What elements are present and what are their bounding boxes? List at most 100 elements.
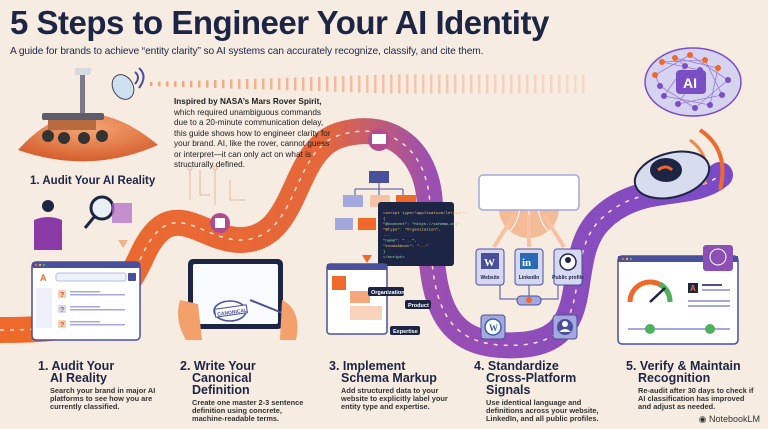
signal-stripe (534, 74, 537, 94)
signal-stripe (238, 79, 241, 89)
linkedin-icon (520, 253, 538, 269)
step-number: 5. (626, 359, 637, 373)
arrow-down-icon (118, 240, 128, 248)
question-mark-icon: ? (60, 307, 64, 314)
step-description: Re-audit after 30 days to check if AI cl… (638, 386, 754, 412)
signal-stripe (326, 76, 329, 92)
result-line (70, 321, 100, 323)
step-title-line2: AI Reality (50, 371, 107, 385)
brand-logo-icon: A (40, 273, 47, 283)
arrow-down-icon (362, 255, 372, 263)
signal-stripe (566, 74, 569, 94)
step-title: Write Your (193, 359, 256, 373)
step-title: Audit Your (51, 359, 115, 373)
signal-stripe (334, 76, 337, 92)
signal-stripe (558, 74, 561, 94)
signal-stripe (222, 79, 225, 89)
signal-stripe (246, 79, 249, 89)
brand-footer: NotebookLM (708, 414, 760, 424)
signal-stripe (158, 81, 161, 87)
signal-stripe (438, 74, 441, 94)
circuit-decoration (187, 165, 245, 205)
signal-stripe (294, 77, 297, 91)
step-1: 1. Audit Your AI Reality Search your bra… (38, 360, 158, 412)
code-line: "knowsAbout": "..." (383, 244, 429, 249)
question-icon (58, 290, 66, 298)
step-number: 4. (474, 359, 485, 373)
step-3: 3. Implement Schema Markup Add structure… (329, 360, 459, 412)
brain-node (652, 72, 658, 78)
journey-path (0, 118, 733, 359)
schema-tag-organization: Organization (371, 290, 405, 296)
step-4: 4. Standardize Cross-Platform Signals Us… (474, 360, 614, 424)
signal-stripe (550, 74, 553, 94)
verify-dashboard: A (617, 245, 739, 345)
intro-bold: Inspired by NASA’s Mars Rover Spirit, (174, 97, 322, 106)
code-line: { (383, 217, 386, 222)
question-mark-icon: ? (60, 322, 64, 329)
brain-badge-icon (703, 245, 733, 271)
code-line: } (383, 250, 385, 255)
signal-stripe (206, 80, 209, 88)
signal-stripe (574, 74, 577, 94)
canonical-stamp: CANONICAL (217, 308, 248, 318)
step-title-line2: Schema Markup (341, 371, 437, 385)
audit-heading-top: 1. Audit Your AI Reality (30, 175, 156, 187)
signal-stripe (406, 74, 409, 94)
check-icon (645, 324, 655, 334)
svg-text:W: W (484, 257, 495, 269)
signal-stripe (462, 74, 465, 94)
schema-tag-expertise: Expertise (393, 329, 418, 335)
signal-stripe (366, 75, 369, 93)
signal-stripe (310, 77, 313, 91)
signal-stripe (446, 74, 449, 94)
signal-stripe (430, 74, 433, 94)
signal-stripe (166, 81, 169, 87)
code-editor (378, 202, 454, 266)
svg-text:W: W (489, 323, 498, 333)
page-subtitle: A guide for brands to achieve “entity cl… (10, 46, 484, 57)
brain-node (672, 55, 678, 61)
brain-node (719, 92, 725, 98)
svg-text:in: in (522, 257, 531, 269)
signal-stripe (382, 74, 385, 94)
platform-label: LinkedIn (519, 275, 540, 281)
signal-stripe (302, 77, 305, 91)
signal-stripe (422, 74, 425, 94)
signal-stripe (582, 74, 585, 94)
question-icon (58, 305, 66, 313)
code-line: <script type="application/ld+json"> (383, 211, 468, 216)
notebooklm-icon: ◉ (698, 414, 707, 424)
result-line (70, 294, 125, 296)
step-description: Use identical language and definitions a… (486, 398, 599, 424)
signal-stripe (502, 74, 505, 94)
step-5: 5. Verify & Maintain Recognition Re-audi… (626, 360, 756, 412)
signal-stripe (230, 79, 233, 89)
code-line: "@context": "https://schema.org", (383, 222, 462, 227)
platform-label: Public profile (552, 275, 584, 281)
brain-node (659, 59, 665, 65)
question-icon (58, 320, 66, 328)
ai-brain-illustration: AI (644, 47, 742, 117)
signal-stripe (190, 80, 193, 88)
check-icon (705, 324, 715, 334)
code-line: </script> (383, 255, 405, 260)
ai-device-illustration (633, 128, 725, 200)
step-description: Search your brand in major AI platforms … (50, 386, 156, 412)
brain-node (682, 63, 688, 69)
signal-stripe (198, 80, 201, 88)
brain-node (661, 93, 667, 99)
code-line: "name": "...", (383, 239, 417, 244)
signal-stripe (478, 74, 481, 94)
result-line (70, 306, 100, 308)
signal-stripe (254, 78, 257, 90)
signal-stripe (398, 74, 401, 94)
step-2: 2. Write Your Canonical Definition Creat… (180, 360, 310, 424)
platform-label: Website (480, 275, 499, 281)
website-icon (481, 253, 499, 269)
step-description: Create one master 2-3 sentence definitio… (192, 398, 304, 424)
signal-stripe (214, 80, 217, 88)
mars-rover-illustration (18, 67, 158, 162)
